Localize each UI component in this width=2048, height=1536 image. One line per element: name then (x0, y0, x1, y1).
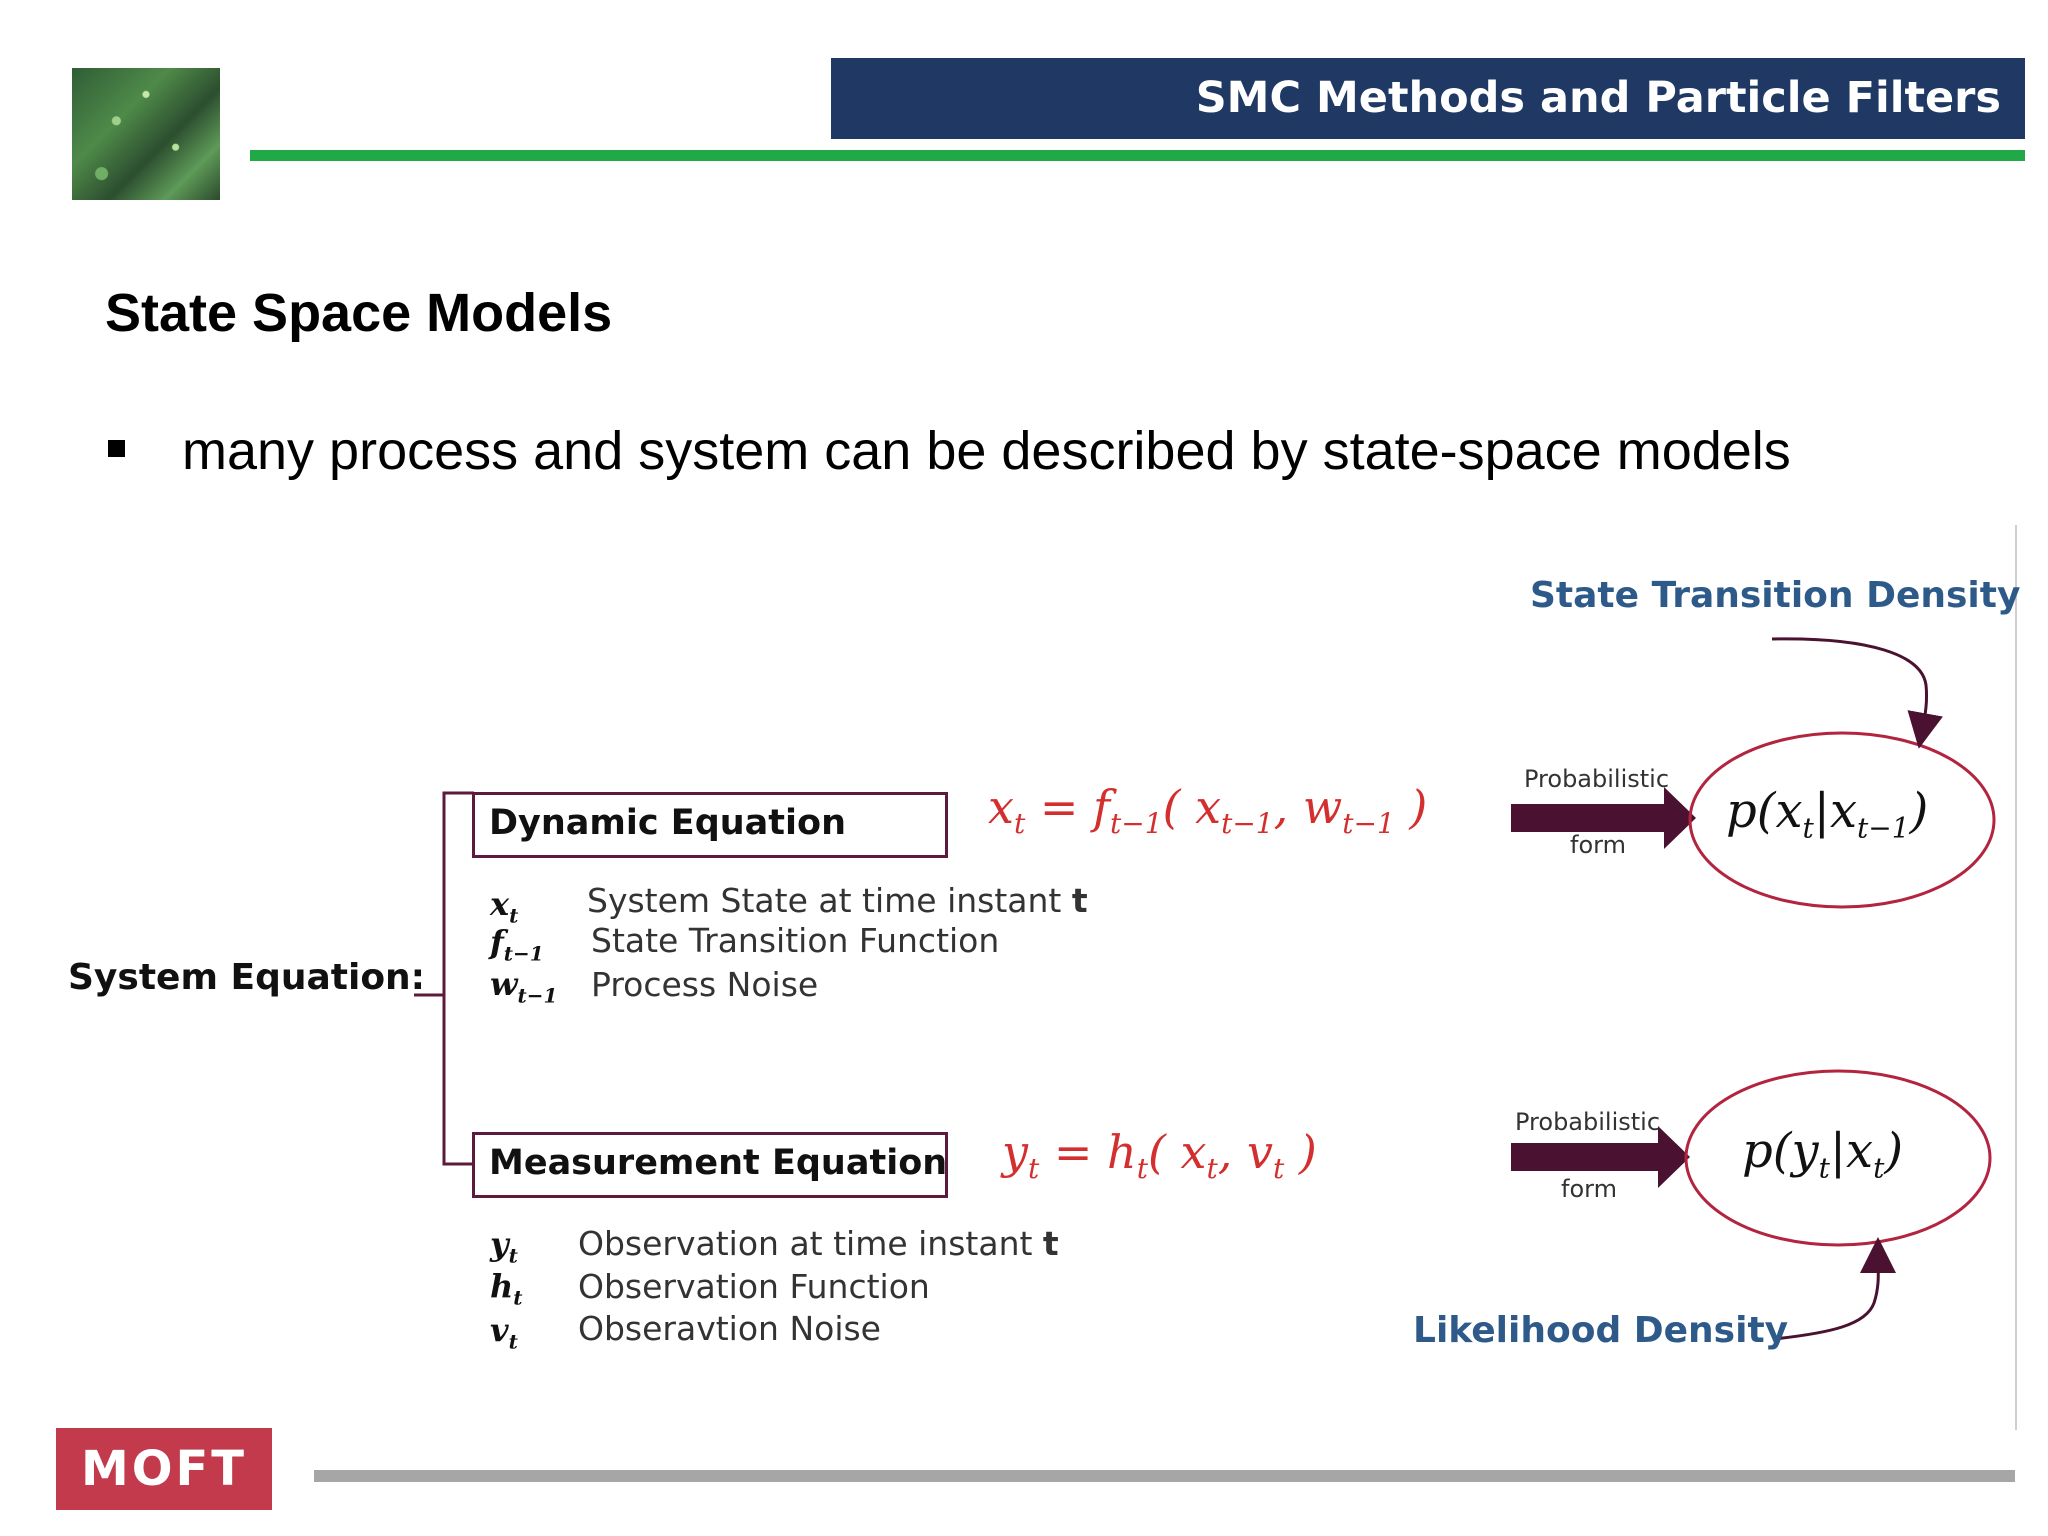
header-title: SMC Methods and Particle Filters (831, 58, 2025, 139)
transition-curve-arrow (1772, 639, 1927, 731)
symbol-f-t-1: ft−1 (490, 923, 544, 965)
header-logo-image (72, 68, 220, 200)
symbol-v-t: vt (490, 1311, 518, 1353)
measurement-equation-formula: yt = ht( xt, vt ) (1002, 1125, 1317, 1185)
header-divider (250, 150, 2025, 161)
desc-state-transition: State Transition Function (591, 921, 999, 960)
transition-density-formula: p(xt|xt−1) (1726, 783, 1928, 845)
likelihood-curve-arrow (1774, 1255, 1878, 1339)
desc-observation-time: Observation at time instant t (578, 1224, 1059, 1263)
arrow-label-probabilistic-top: Probabilistic (1524, 765, 1669, 793)
symbol-w-t-1: wt−1 (490, 965, 557, 1007)
probabilistic-arrow-shaft-top (1511, 804, 1667, 832)
arrow-label-probabilistic-bottom: Probabilistic (1515, 1108, 1660, 1136)
probabilistic-arrow-shaft-bottom (1511, 1143, 1661, 1171)
arrow-label-form-bottom: form (1561, 1175, 1617, 1203)
dynamic-equation-formula: xt = ft−1( xt−1, wt−1 ) (988, 780, 1427, 840)
dynamic-equation-box: Dynamic Equation (472, 792, 948, 858)
symbol-x-t: xt (490, 885, 518, 927)
footer-divider (314, 1470, 2015, 1482)
symbol-y-t: yt (490, 1225, 518, 1267)
state-transition-density-label: State Transition Density (1530, 575, 2020, 616)
measurement-equation-box: Measurement Equation (472, 1132, 948, 1198)
state-space-diagram: System Equation: Dynamic Equation Measur… (60, 525, 2025, 1445)
desc-system-state: System State at time instant t (587, 881, 1088, 920)
symbol-h-t: ht (490, 1267, 523, 1309)
footer-logo: MOFT (56, 1428, 272, 1510)
bullet-text: many process and system can be described… (182, 420, 1791, 482)
likelihood-formula: p(yt|xt) (1742, 1123, 1903, 1185)
bullet-square-icon (108, 440, 125, 457)
system-bracket (444, 793, 474, 1164)
desc-observation-function: Observation Function (578, 1267, 930, 1306)
arrow-label-form-top: form (1570, 831, 1626, 859)
desc-process-noise: Process Noise (591, 965, 818, 1004)
slide-title: State Space Models (105, 282, 612, 344)
desc-observation-noise: Obseravtion Noise (578, 1309, 881, 1348)
system-equation-label: System Equation: (68, 957, 425, 998)
likelihood-density-label: Likelihood Density (1413, 1310, 1788, 1351)
